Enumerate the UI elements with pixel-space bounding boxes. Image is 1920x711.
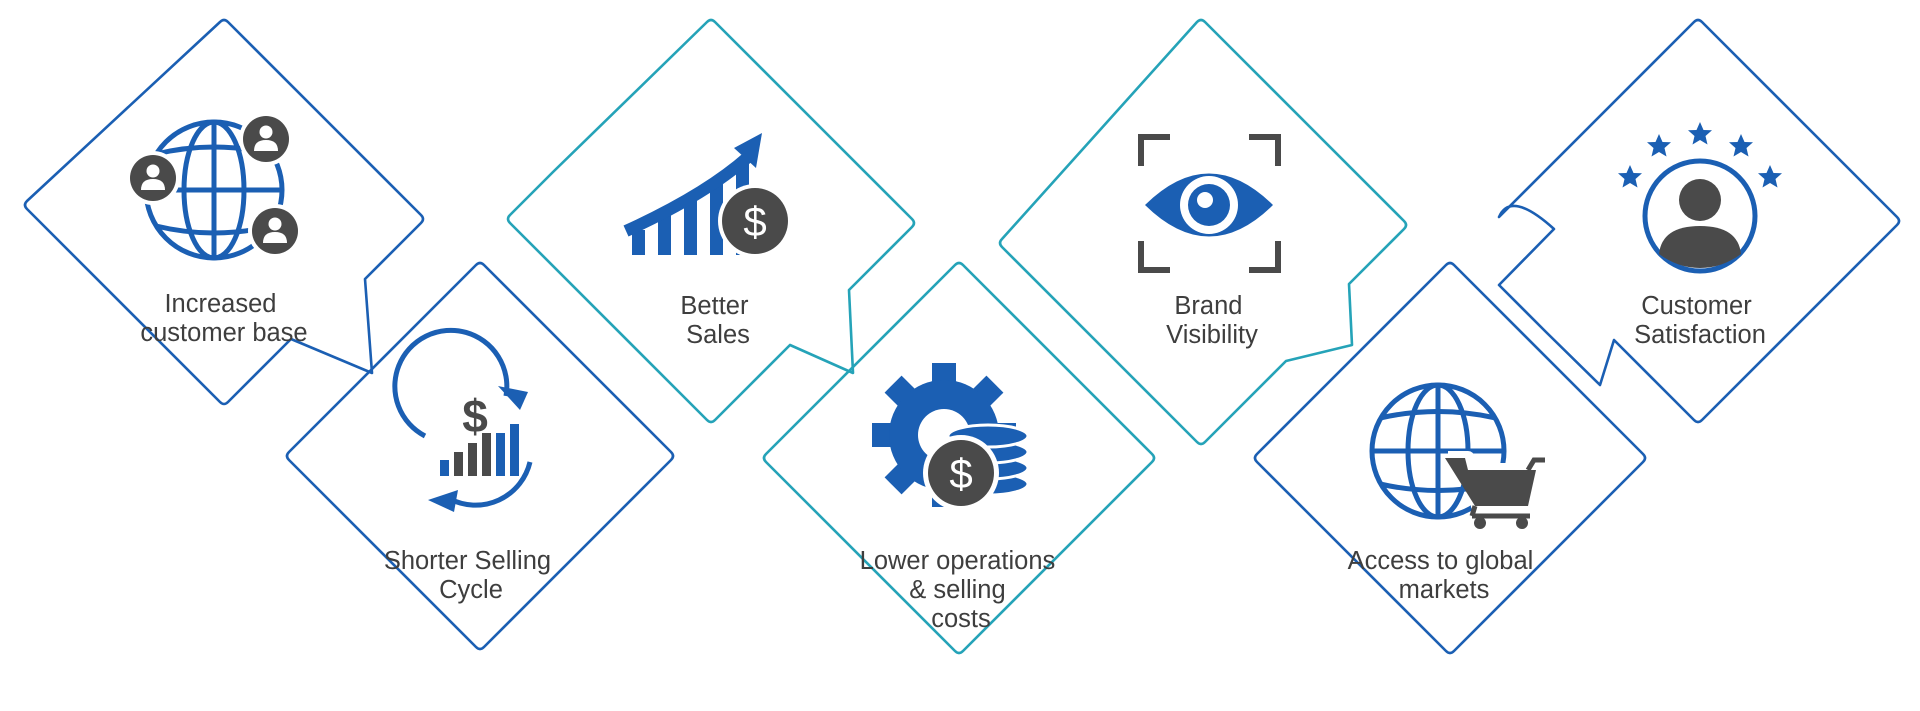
globe-users-icon xyxy=(126,112,302,261)
cycle-chart-icon: $ xyxy=(392,327,533,512)
globe-cart-icon xyxy=(1369,382,1545,529)
diamond-shorter-selling-cycle xyxy=(285,261,675,651)
benefit-label-lower-operations-costs: Lower operations & selling costs xyxy=(860,547,1063,633)
diamond-outlines xyxy=(23,18,1901,655)
diamond-lower-operations-costs xyxy=(762,261,1156,655)
eye-focus-icon xyxy=(1138,134,1281,273)
customer-stars-icon xyxy=(1618,122,1782,274)
benefit-label-brand-visibility: Brand Visibility xyxy=(1166,292,1258,349)
gear-coins-icon: $ xyxy=(872,363,1030,511)
svg-text:$: $ xyxy=(743,198,766,245)
benefit-label-shorter-selling-cycle: Shorter Selling Cycle xyxy=(384,547,558,604)
benefit-label-access-global-markets: Access to global markets xyxy=(1348,547,1541,604)
svg-text:$: $ xyxy=(949,450,972,497)
benefit-label-better-sales: Better Sales xyxy=(680,292,755,349)
diamond-better-sales xyxy=(506,18,916,424)
diamond-increased-customer-base xyxy=(23,18,425,406)
growth-chart-icon: $ xyxy=(623,133,792,258)
diamond-access-global-markets xyxy=(1253,261,1647,655)
diamond-customer-satisfaction xyxy=(1497,18,1901,424)
benefit-label-increased-customer-base: Increased customer base xyxy=(140,290,307,347)
benefit-label-customer-satisfaction: Customer Satisfaction xyxy=(1634,292,1766,349)
diamond-brand-visibility xyxy=(998,18,1408,446)
